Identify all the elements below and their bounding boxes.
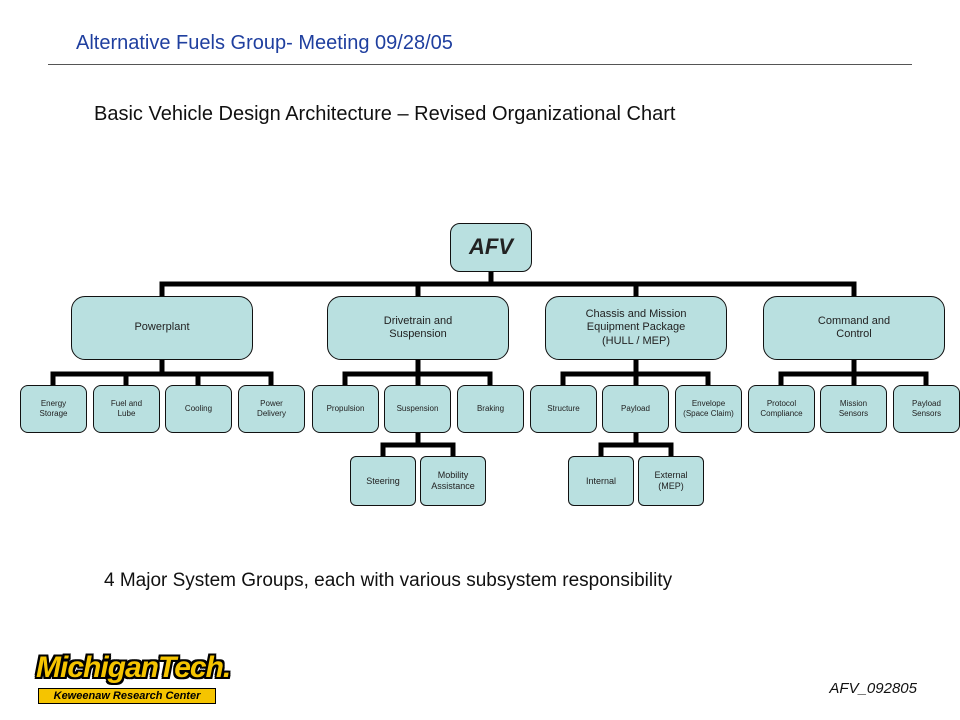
org-node-drivetrain-suspension: Drivetrain and Suspension <box>327 296 509 360</box>
org-node-internal: Internal <box>568 456 634 506</box>
org-node-protocol-compliance: Protocol Compliance <box>748 385 815 433</box>
org-node-payload: Payload <box>602 385 669 433</box>
michigan-tech-logo: MichiganTech. Keweenaw Research Center <box>36 650 231 706</box>
org-node-powerplant: Powerplant <box>71 296 253 360</box>
org-node-envelope: Envelope (Space Claim) <box>675 385 742 433</box>
org-node-energy-storage: Energy Storage <box>20 385 87 433</box>
org-node-chassis-mep: Chassis and Mission Equipment Package (H… <box>545 296 727 360</box>
org-node-afv: AFV <box>450 223 532 272</box>
org-node-external-mep: External (MEP) <box>638 456 704 506</box>
org-node-fuel-lube: Fuel and Lube <box>93 385 160 433</box>
org-node-suspension: Suspension <box>384 385 451 433</box>
org-node-braking: Braking <box>457 385 524 433</box>
logo-wordmark: MichiganTech. <box>36 651 231 684</box>
org-node-command-control: Command and Control <box>763 296 945 360</box>
org-node-mission-sensors: Mission Sensors <box>820 385 887 433</box>
header-title: Alternative Fuels Group- Meeting 09/28/0… <box>76 32 453 54</box>
header-divider <box>48 64 912 65</box>
org-node-propulsion: Propulsion <box>312 385 379 433</box>
org-node-power-delivery: Power Delivery <box>238 385 305 433</box>
org-node-structure: Structure <box>530 385 597 433</box>
summary-text: 4 Major System Groups, each with various… <box>104 570 673 591</box>
org-node-steering: Steering <box>350 456 416 506</box>
org-node-payload-sensors: Payload Sensors <box>893 385 960 433</box>
document-code: AFV_092805 <box>829 680 917 697</box>
org-node-mobility-assistance: Mobility Assistance <box>420 456 486 506</box>
slide-subtitle: Basic Vehicle Design Architecture – Revi… <box>94 103 676 125</box>
org-node-cooling: Cooling <box>165 385 232 433</box>
logo-subtitle: Keweenaw Research Center <box>38 688 216 704</box>
